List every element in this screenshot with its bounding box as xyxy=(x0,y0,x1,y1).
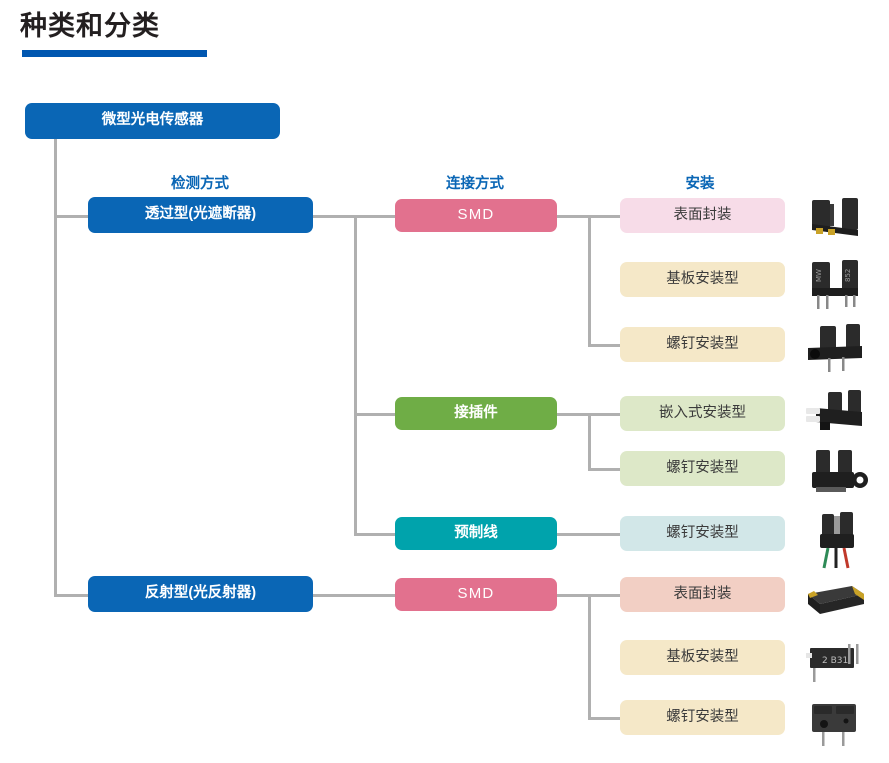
connector-reflective-to-smd xyxy=(313,594,395,597)
svg-text:2 B31: 2 B31 xyxy=(822,656,848,666)
photo-screw-mount-interrupter-icon xyxy=(800,314,870,384)
node-mounting-screw-3[interactable]: 螺钉安装型 xyxy=(620,516,785,551)
connector-trunk-to-connector xyxy=(354,413,395,416)
node-connection-smd-reflective[interactable]: SMD xyxy=(395,578,557,611)
node-mounting-pcb-2[interactable]: 基板安装型 xyxy=(620,640,785,675)
column-header-detection: 检测方式 xyxy=(171,176,229,192)
node-mounting-screw-2[interactable]: 螺钉安装型 xyxy=(620,451,785,486)
photo-pcb-mount-reflective-icon: 2 B31 xyxy=(800,626,870,696)
connector-connection-trunk xyxy=(354,215,357,533)
node-connection-smd-through[interactable]: SMD xyxy=(395,199,557,232)
connector-root-trunk xyxy=(54,139,57,597)
photo-surface-mount-reflective-icon xyxy=(800,564,870,634)
connector-root-to-reflective xyxy=(54,594,88,597)
node-root[interactable]: 微型光电传感器 xyxy=(25,103,280,139)
connector-smd1-trunk xyxy=(588,215,591,347)
svg-text:MW: MW xyxy=(815,269,823,282)
node-mounting-pcb-1[interactable]: 基板安装型 xyxy=(620,262,785,297)
node-mounting-screw-4[interactable]: 螺钉安装型 xyxy=(620,700,785,735)
connector-smd2-to-screw xyxy=(588,717,620,720)
connector-root-to-through xyxy=(54,215,88,218)
connector-smd1-to-screw xyxy=(588,344,620,347)
node-mounting-embedded[interactable]: 嵌入式安装型 xyxy=(620,396,785,431)
column-header-connection: 连接方式 xyxy=(446,176,504,192)
node-mounting-surface-1[interactable]: 表面封装 xyxy=(620,198,785,233)
node-mounting-surface-2[interactable]: 表面封装 xyxy=(620,577,785,612)
svg-text:852: 852 xyxy=(844,269,852,282)
connector-trunk-to-prewired xyxy=(354,533,395,536)
node-mounting-screw-1[interactable]: 螺钉安装型 xyxy=(620,327,785,362)
connector-conn-trunk xyxy=(588,413,591,471)
node-detection-reflective[interactable]: 反射型(光反射器) xyxy=(88,576,313,612)
photo-pcb-mount-interrupter-icon: MW 852 xyxy=(800,250,870,320)
photo-surface-mount-interrupter-icon xyxy=(800,184,870,254)
column-header-mounting: 安装 xyxy=(685,176,715,192)
photo-prewired-interrupter-icon xyxy=(800,502,870,572)
connector-conn-to-screw xyxy=(588,468,620,471)
title-underline xyxy=(22,50,207,57)
photo-screw-connector-icon xyxy=(800,440,870,510)
connector-smd2-trunk xyxy=(588,594,591,720)
page-title: 种类和分类 xyxy=(20,11,160,41)
node-connection-prewired[interactable]: 预制线 xyxy=(395,517,557,550)
node-detection-through-beam[interactable]: 透过型(光遮断器) xyxy=(88,197,313,233)
node-connection-connector[interactable]: 接插件 xyxy=(395,397,557,430)
photo-embedded-connector-icon xyxy=(800,378,870,448)
connector-prewired-to-screw xyxy=(557,533,620,536)
photo-screw-mount-reflective-icon xyxy=(800,688,870,758)
